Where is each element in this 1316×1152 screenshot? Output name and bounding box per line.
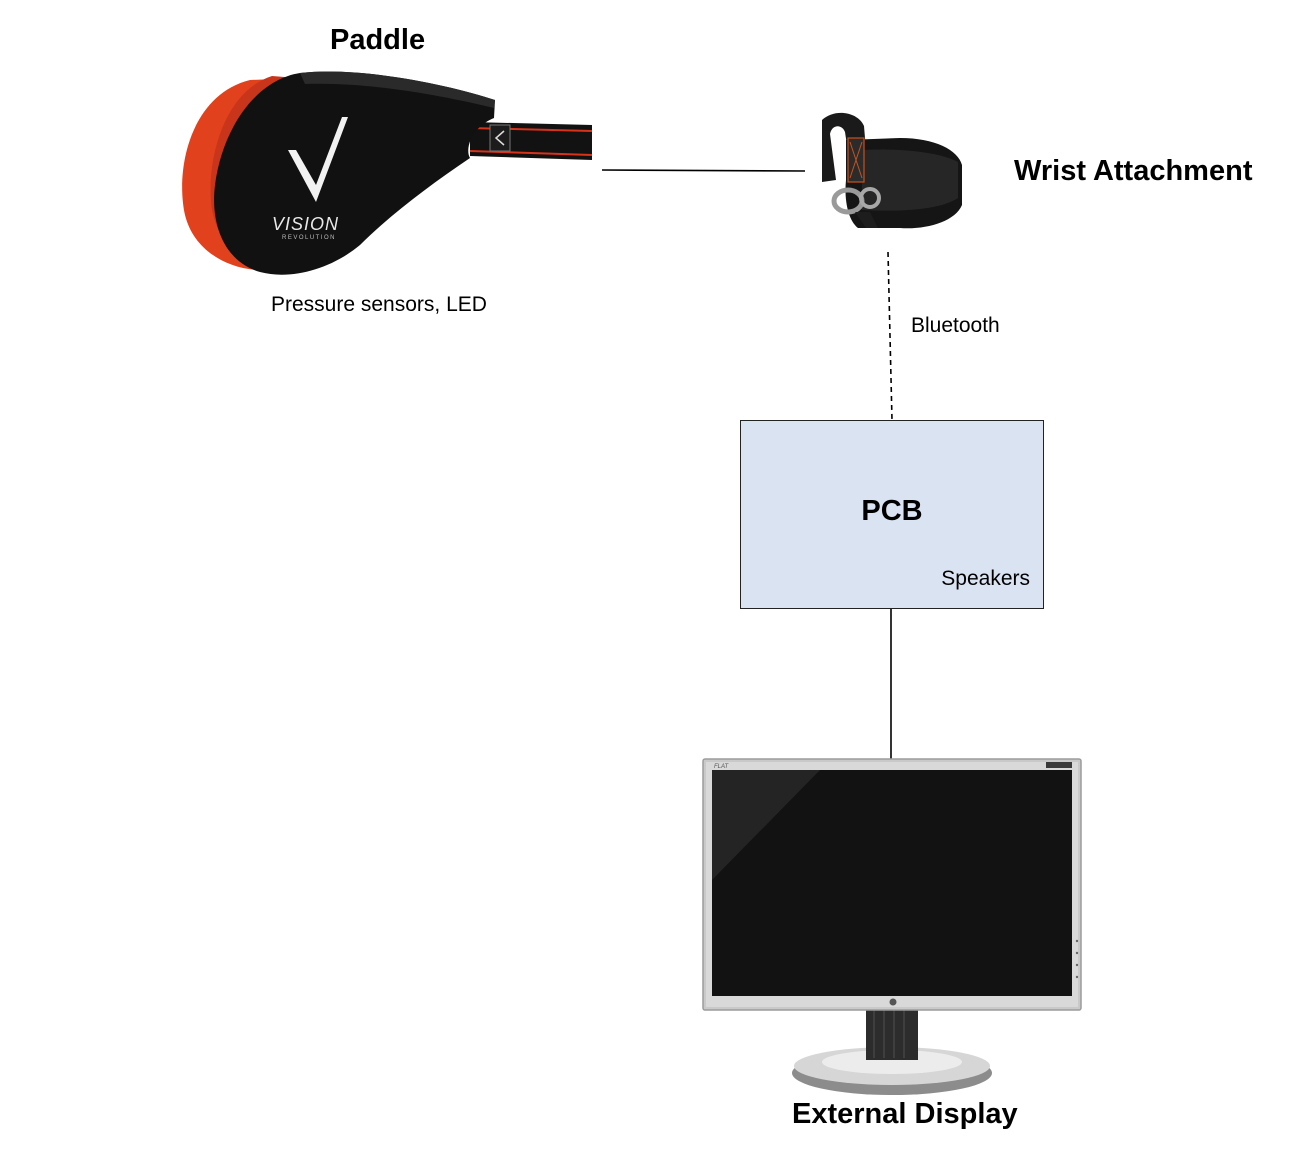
pcb-title: PCB (861, 495, 923, 527)
paddle-brand-text: VISION (272, 214, 339, 234)
edge-wrist-pcb-bluetooth (887, 251, 893, 421)
pcb-note-speakers: Speakers (941, 567, 1030, 590)
edge-paddle-wrist (601, 169, 806, 172)
wrist-attachment-title: Wrist Attachment (1014, 155, 1253, 187)
paddle-note: Pressure sensors, LED (271, 293, 487, 316)
wrist-image (822, 112, 962, 229)
paddle-image: VISION REVOLUTION (182, 71, 593, 275)
external-display-title: External Display (792, 1098, 1018, 1130)
paddle-brand-subtext: REVOLUTION (282, 235, 336, 241)
monitor-image: FLAT (702, 758, 1082, 1095)
paddle-title: Paddle (330, 24, 426, 56)
pcb-node: PCB Speakers (740, 420, 1044, 609)
bluetooth-edge-label: Bluetooth (911, 314, 1000, 337)
monitor-bezel-text: FLAT (714, 764, 730, 770)
